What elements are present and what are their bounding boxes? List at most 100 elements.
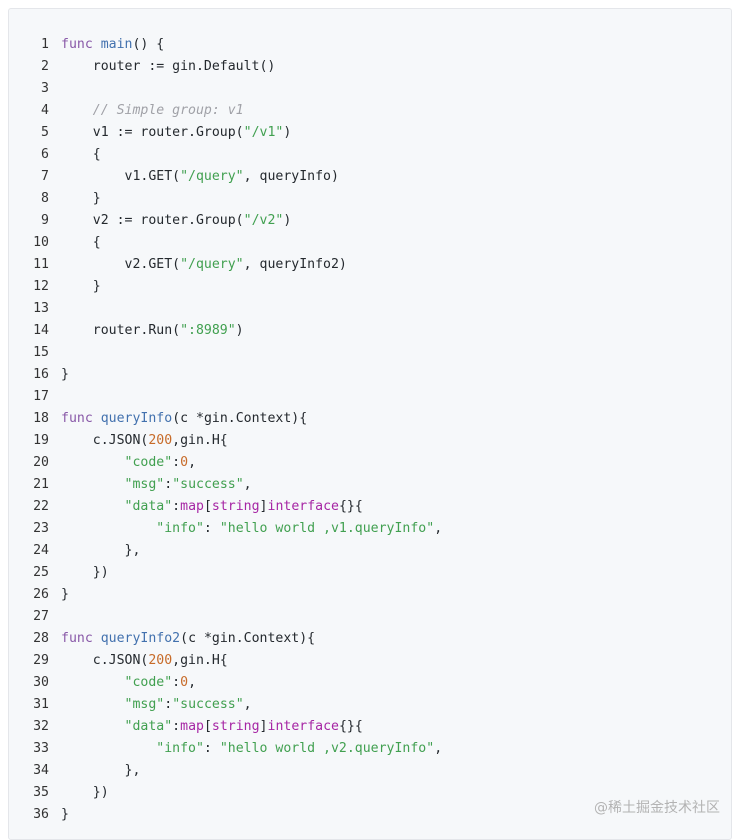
code-token: , — [243, 477, 252, 492]
line-code: v1.GET("/query", queryInfo) — [49, 166, 731, 188]
code-token: () { — [132, 37, 165, 52]
code-token: , — [434, 521, 443, 536]
code-token — [61, 719, 125, 734]
code-line: 29 c.JSON(200,gin.H{ — [9, 650, 731, 672]
code-token: v2 := router.Group( — [61, 213, 244, 228]
code-line: 26} — [9, 584, 731, 606]
code-token: { — [61, 147, 101, 162]
code-line: 21 "msg":"success", — [9, 474, 731, 496]
code-line: 3 — [9, 78, 731, 100]
line-code: { — [49, 232, 731, 254]
code-token: queryInfo2 — [100, 631, 181, 646]
code-token: router := gin.Default() — [61, 59, 276, 74]
code-token: ) — [283, 125, 292, 140]
code-token: "/v2" — [243, 213, 284, 228]
code-token: (c *gin.Context){ — [180, 631, 316, 646]
code-token: , — [434, 741, 443, 756]
code-token: } — [61, 279, 101, 294]
code-token: v1.GET( — [61, 169, 181, 184]
line-code: "msg":"success", — [49, 694, 731, 716]
code-token: 0 — [180, 455, 189, 470]
code-line: 4 // Simple group: v1 — [9, 100, 731, 122]
line-number: 6 — [41, 147, 49, 162]
code-line: 6 { — [9, 144, 731, 166]
code-token: "code" — [124, 455, 173, 470]
line-code: } — [49, 276, 731, 298]
line-number: 33 — [33, 741, 49, 756]
code-line: 14 router.Run(":8989") — [9, 320, 731, 342]
code-token: "info" — [156, 521, 204, 536]
code-token: { — [61, 235, 101, 250]
code-token: }) — [61, 785, 109, 800]
line-number: 14 — [33, 323, 49, 338]
code-token: "hello world ,v1.queryInfo" — [219, 521, 435, 536]
code-line: 5 v1 := router.Group("/v1") — [9, 122, 731, 144]
code-token: , — [243, 697, 252, 712]
code-token — [61, 675, 125, 690]
code-token: : — [203, 521, 220, 536]
code-token: "/query" — [180, 169, 244, 184]
code-token: main — [100, 37, 133, 52]
code-token: 200 — [148, 653, 173, 668]
code-line: 34 }, — [9, 760, 731, 782]
line-code: v2 := router.Group("/v2") — [49, 210, 731, 232]
code-token: interface — [267, 719, 339, 734]
line-number: 30 — [33, 675, 49, 690]
code-line: 32 "data":map[string]interface{}{ — [9, 716, 731, 738]
code-line: 30 "code":0, — [9, 672, 731, 694]
line-code — [49, 78, 731, 100]
code-token: ,gin.H{ — [172, 653, 228, 668]
code-token: "success" — [172, 477, 244, 492]
watermark: @稀土掘金技术社区 — [594, 800, 720, 816]
code-token: ) — [235, 323, 244, 338]
code-line: 22 "data":map[string]interface{}{ — [9, 496, 731, 518]
line-number: 5 — [41, 125, 49, 140]
line-code — [49, 342, 731, 364]
code-token: [ — [203, 719, 212, 734]
line-number: 18 — [33, 411, 49, 426]
code-token: , — [188, 675, 197, 690]
code-token: : — [172, 719, 181, 734]
code-line: 12 } — [9, 276, 731, 298]
code-token: func — [61, 631, 93, 646]
code-line: 9 v2 := router.Group("/v2") — [9, 210, 731, 232]
code-line: 25 }) — [9, 562, 731, 584]
line-code: "msg":"success", — [49, 474, 731, 496]
line-number: 29 — [33, 653, 49, 668]
code-token: c.JSON( — [61, 433, 149, 448]
line-code: func queryInfo(c *gin.Context){ — [49, 408, 731, 430]
code-token: } — [61, 807, 69, 822]
line-code: } — [49, 804, 731, 826]
line-number: 7 — [41, 169, 49, 184]
code-token: ,gin.H{ — [172, 433, 228, 448]
code-token: } — [61, 191, 101, 206]
code-token — [61, 477, 125, 492]
code-line: 23 "info": "hello world ,v1.queryInfo", — [9, 518, 731, 540]
code-line: 15 — [9, 342, 731, 364]
code-token — [93, 631, 101, 646]
line-number: 31 — [33, 697, 49, 712]
code-token — [61, 455, 125, 470]
line-code: } — [49, 188, 731, 210]
code-token: {}{ — [338, 719, 363, 734]
line-code: }, — [49, 760, 731, 782]
line-code: "info": "hello world ,v2.queryInfo", — [49, 738, 731, 760]
line-number: 26 — [33, 587, 49, 602]
line-code: "code":0, — [49, 672, 731, 694]
code-token: "code" — [124, 675, 173, 690]
code-token: : — [164, 477, 173, 492]
line-code: router := gin.Default() — [49, 56, 731, 78]
code-token: , queryInfo) — [243, 169, 339, 184]
line-number: 36 — [33, 807, 49, 822]
line-number: 21 — [33, 477, 49, 492]
line-code: "data":map[string]interface{}{ — [49, 496, 731, 518]
code-token — [61, 697, 125, 712]
code-line: 35 }) — [9, 782, 731, 804]
line-number: 12 — [33, 279, 49, 294]
code-token: {}{ — [338, 499, 363, 514]
line-code: func queryInfo2(c *gin.Context){ — [49, 628, 731, 650]
line-number: 34 — [33, 763, 49, 778]
